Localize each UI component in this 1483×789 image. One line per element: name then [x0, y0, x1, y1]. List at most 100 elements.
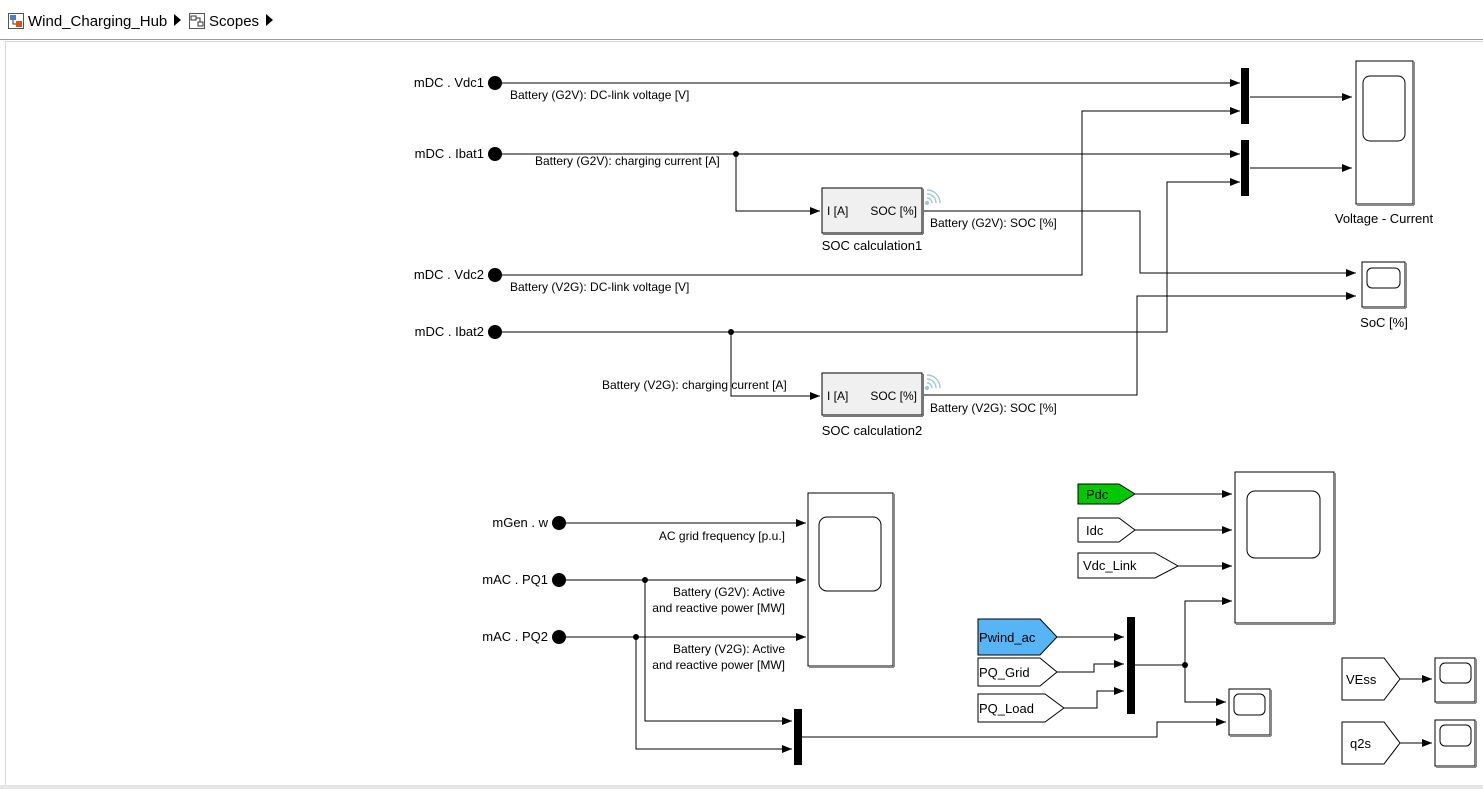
chevron-right-icon [174, 14, 181, 26]
wire-ibat2-branch[interactable] [730, 332, 820, 400]
chevron-right-icon [266, 14, 273, 26]
scope-screen-icon [1233, 693, 1266, 716]
branch-point [633, 634, 639, 640]
signal-label-ibat1: Battery (G2V): charging current [A] [535, 154, 720, 168]
signal-label-soc1: Battery (G2V): SOC [%] [930, 216, 1057, 230]
scope-screen-icon [1366, 267, 1401, 289]
signal-label-pq2-line2: and reactive power [MW] [652, 658, 785, 672]
from-tag-pwind-ac[interactable]: Pwind_ac [977, 618, 1058, 656]
wireless-signal-icon [924, 374, 941, 391]
scope-screen-icon [1362, 75, 1406, 142]
wire-pq-load[interactable] [1064, 687, 1124, 709]
model-canvas [5, 41, 1483, 785]
wire-pq1-branch[interactable] [644, 580, 792, 725]
signal-label-freq: AC grid frequency [p.u.] [659, 529, 785, 543]
block-inport-label: I [A] [827, 389, 848, 403]
tag-label: VEss [1346, 672, 1377, 687]
breadcrumb-label: Scopes [209, 12, 260, 30]
wire-pq-grid[interactable] [1057, 660, 1124, 673]
model-icon [8, 13, 24, 29]
wire-soc1[interactable] [923, 210, 1356, 277]
mux-power[interactable] [1127, 617, 1135, 714]
canvas-bottom-edge [0, 785, 1483, 789]
wire-ibat1-branch[interactable] [735, 154, 820, 215]
branch-point [642, 577, 648, 583]
block-name-soc1: SOC calculation1 [822, 238, 922, 253]
wire-power-to-small-scope[interactable] [1184, 665, 1226, 706]
wire-vdc2[interactable] [502, 107, 1240, 276]
soc-calculation1-block[interactable]: I [A] SOC [%] [821, 187, 924, 235]
port-label-w: mGen . w [492, 515, 548, 530]
mux-ibat[interactable] [1241, 140, 1249, 196]
scope-ac-grid[interactable] [807, 492, 895, 668]
signal-label-vdc1: Battery (G2V): DC-link voltage [V] [510, 88, 689, 102]
scope-dc-power[interactable] [1234, 471, 1336, 625]
mux-vdc[interactable] [1241, 68, 1249, 124]
tag-label: q2s [1350, 736, 1371, 751]
from-tag-pq-grid[interactable]: PQ_Grid [977, 657, 1058, 687]
signal-label-pq2-line1: Battery (V2G): Active [673, 642, 785, 656]
inport-pq2[interactable] [552, 630, 566, 644]
scope-vess[interactable] [1434, 657, 1477, 704]
wire-power-to-scope[interactable] [1184, 597, 1232, 665]
breadcrumb-item-scopes[interactable]: Scopes [189, 11, 259, 31]
wire-soc2[interactable] [923, 292, 1356, 396]
scope-name-soc: SoC [%] [1360, 315, 1408, 330]
inport-vdc1[interactable] [488, 76, 502, 90]
wire-ibat2[interactable] [502, 178, 1240, 333]
port-label-pq1: mAC . PQ1 [482, 572, 548, 587]
scope-power-small[interactable] [1228, 688, 1272, 737]
tag-label: Vdc_Link [1083, 558, 1137, 573]
soc-calculation1-body[interactable] [821, 187, 923, 234]
wireless-signal-icon [924, 189, 941, 206]
scope-screen-icon [1246, 490, 1321, 559]
branch-point [1182, 662, 1188, 668]
inport-w[interactable] [552, 516, 566, 530]
wire-pq2-branch[interactable] [635, 637, 792, 753]
branch-point [728, 329, 734, 335]
signal-label-ibat2: Battery (V2G): charging current [A] [602, 378, 787, 392]
scope-q2s[interactable] [1434, 719, 1477, 768]
block-outport-label: SOC [%] [870, 204, 917, 218]
breadcrumb-item-wind-charging-hub[interactable]: Wind_Charging_Hub [8, 11, 167, 31]
block-inport-label: I [A] [827, 204, 848, 218]
scope-screen-icon [1439, 724, 1472, 747]
tag-label: PQ_Load [979, 701, 1034, 716]
scope-soc[interactable] [1361, 261, 1407, 309]
wire-pq-mux-out[interactable] [802, 718, 1226, 738]
from-tag-idc[interactable]: Idc [1077, 517, 1136, 543]
breadcrumb-label: Wind_Charging_Hub [28, 12, 168, 30]
signal-label-pq1-line1: Battery (G2V): Active [673, 585, 785, 599]
port-label-ibat1: mDC . Ibat1 [415, 146, 484, 161]
signal-label-soc2: Battery (V2G): SOC [%] [930, 401, 1057, 415]
inport-ibat1[interactable] [488, 147, 502, 161]
tag-label: Pwind_ac [979, 630, 1036, 645]
from-tag-pdc[interactable]: Pdc [1077, 483, 1136, 505]
port-label-ibat2: mDC . Ibat2 [415, 324, 484, 339]
port-label-vdc1: mDC . Vdc1 [414, 75, 484, 90]
inport-ibat2[interactable] [488, 325, 502, 339]
port-label-pq2: mAC . PQ2 [482, 629, 548, 644]
tag-label: PQ_Grid [979, 665, 1030, 680]
tag-label: Pdc [1086, 487, 1109, 502]
block-name-soc2: SOC calculation2 [822, 423, 922, 438]
from-tag-vess[interactable]: VEss [1341, 657, 1401, 701]
breadcrumb: Wind_Charging_Hub Scopes [0, 0, 1483, 40]
soc-calculation2-block[interactable]: I [A] SOC [%] [821, 372, 924, 417]
inport-pq1[interactable] [552, 573, 566, 587]
from-tag-pq-load[interactable]: PQ_Load [977, 693, 1065, 723]
mux-pq[interactable] [794, 709, 802, 765]
scope-screen-icon [818, 516, 882, 592]
inport-vdc2[interactable] [488, 268, 502, 282]
scope-screen-icon [1439, 662, 1472, 684]
signal-label-vdc2: Battery (V2G): DC-link voltage [V] [510, 280, 689, 294]
from-tag-q2s[interactable]: q2s [1341, 721, 1401, 765]
tag-label: Idc [1086, 523, 1104, 538]
branch-point [733, 151, 739, 157]
scope-name-voltage-current: Voltage - Current [1335, 211, 1434, 226]
port-label-vdc2: mDC . Vdc2 [414, 267, 484, 282]
scope-voltage-current[interactable] [1355, 60, 1415, 206]
signal-label-pq1-line2: and reactive power [MW] [652, 601, 785, 615]
from-tag-vdc-link[interactable]: Vdc_Link [1077, 552, 1180, 579]
